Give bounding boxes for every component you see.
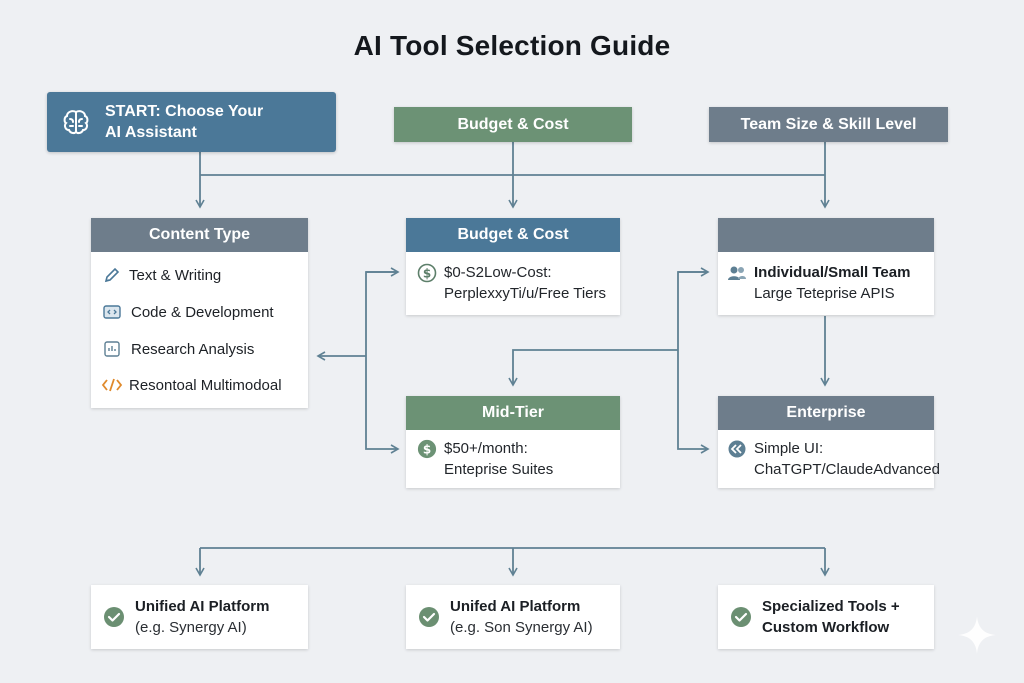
content-item-research: Research Analysis bbox=[101, 338, 254, 360]
team-card: Individual/Small Team Large Teteprise AP… bbox=[718, 218, 934, 315]
content-item-label: Resontoal Multimodoal bbox=[129, 376, 282, 394]
budget-line-1: $0-S2Low-Cost: bbox=[444, 264, 552, 281]
start-node: START: Choose Your AI Assistant bbox=[47, 92, 336, 152]
mid-tier-header: Mid-Tier bbox=[406, 396, 620, 430]
team-card-header bbox=[718, 218, 934, 252]
outcome-title: Specialized Tools + bbox=[762, 598, 900, 615]
people-icon bbox=[726, 262, 748, 284]
content-item-label: Research Analysis bbox=[131, 340, 255, 358]
budget-card: Budget & Cost $ $0-S2Low-Cost: Perplexxy… bbox=[406, 218, 620, 315]
budget-card-header: Budget & Cost bbox=[406, 218, 620, 252]
mid-tier-line-1: $50+/month: bbox=[444, 440, 528, 457]
research-icon bbox=[101, 338, 123, 360]
outcome-title: Unified AI Platform bbox=[135, 598, 270, 615]
budget-line-2: PerplexxyTi/u/Free Tiers bbox=[444, 285, 606, 302]
page-title: AI Tool Selection Guide bbox=[353, 30, 671, 61]
enterprise-card: Enterprise Simple UI: ChaTGPT/ClaudeAdva… bbox=[718, 396, 940, 488]
content-type-header: Content Type bbox=[91, 218, 308, 252]
code-window-icon bbox=[101, 301, 123, 323]
enterprise-line-2: ChaTGPT/ClaudeAdvanced bbox=[754, 461, 940, 478]
svg-text:$: $ bbox=[423, 267, 431, 281]
content-item-code: Code & Development bbox=[101, 301, 274, 323]
enterprise-line-1: Simple UI: bbox=[754, 440, 824, 457]
code-brackets-icon bbox=[101, 374, 123, 396]
check-circle-icon bbox=[419, 607, 439, 627]
dollar-icon: $ bbox=[416, 262, 438, 284]
pencil-icon bbox=[101, 264, 123, 286]
start-line-2: AI Assistant bbox=[105, 124, 197, 141]
content-item-multimodal: Resontoal Multimodoal bbox=[101, 374, 282, 396]
enterprise-header: Enterprise bbox=[718, 396, 934, 430]
start-line-1: START: Choose Your bbox=[105, 103, 264, 120]
arrows-icon bbox=[726, 438, 748, 460]
content-item-label: Text & Writing bbox=[129, 266, 222, 284]
content-type-card: Content Type Text & Writing Code & Devel… bbox=[91, 218, 308, 408]
brain-icon bbox=[63, 110, 89, 135]
content-item-label: Code & Development bbox=[131, 303, 274, 321]
outcome-card: Unified AI Platform (e.g. Synergy AI) bbox=[91, 585, 308, 649]
team-line-2: Large Teteprise APIS bbox=[754, 285, 895, 302]
dollar-icon: $ bbox=[416, 438, 438, 460]
outcome-card: Unifed AI Platform (e.g. Son Synergy AI) bbox=[406, 585, 620, 649]
outcome-subtitle: Custom Workflow bbox=[762, 619, 890, 636]
outcome-subtitle: (e.g. Son Synergy AI) bbox=[450, 619, 593, 636]
team-line-1: Individual/Small Team bbox=[754, 264, 911, 281]
check-circle-icon bbox=[731, 607, 751, 627]
mid-tier-card: Mid-Tier $ $50+/month: Enteprise Suites bbox=[406, 396, 620, 488]
team-size-header: Team Size & Skill Level bbox=[709, 107, 948, 142]
mid-tier-line-2: Enteprise Suites bbox=[444, 461, 554, 478]
svg-text:$: $ bbox=[423, 443, 431, 457]
outcome-subtitle: (e.g. Synergy AI) bbox=[135, 619, 247, 636]
outcome-card: Specialized Tools + Custom Workflow bbox=[718, 585, 934, 649]
check-circle-icon bbox=[104, 607, 124, 627]
sparkle-icon bbox=[958, 616, 996, 654]
content-item-text: Text & Writing bbox=[101, 264, 221, 286]
budget-header-top: Budget & Cost bbox=[394, 107, 632, 142]
outcome-title: Unifed AI Platform bbox=[450, 598, 581, 615]
